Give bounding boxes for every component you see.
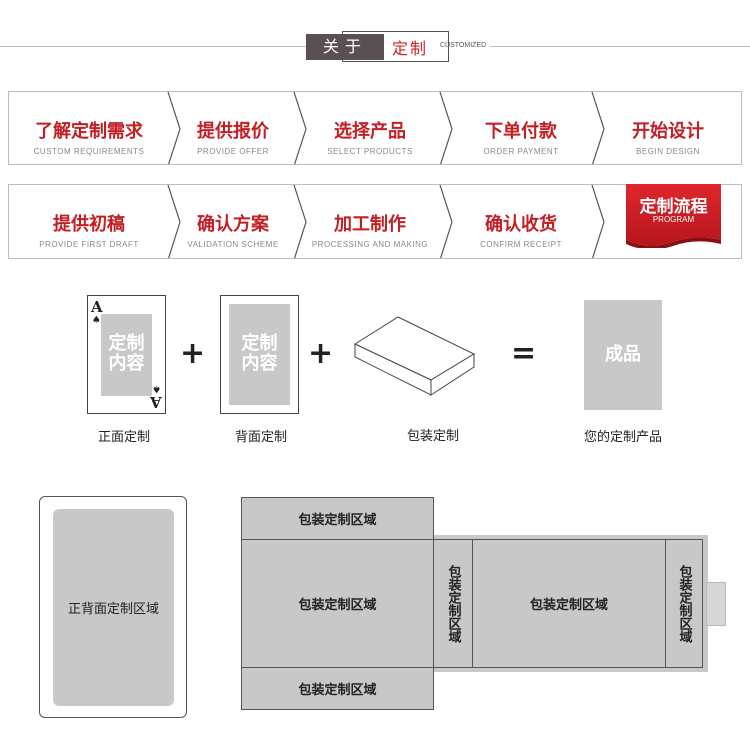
result-product: 成品 — [584, 300, 662, 410]
package-side-panel-right: 包装定制区域 — [665, 539, 703, 668]
chevron-right-icon — [167, 185, 181, 258]
step-subtitle: BEGIN DESIGN — [636, 147, 700, 156]
process-step: 提供初稿 PROVIDE FIRST DRAFT — [9, 185, 169, 258]
step-title: 确认收货 — [485, 214, 557, 235]
step-title: 开始设计 — [632, 121, 704, 142]
process-step: 确认收货 CONFIRM RECEIPT — [443, 185, 599, 258]
chevron-right-icon — [293, 185, 307, 258]
chevron-right-icon — [439, 92, 453, 164]
chevron-right-icon — [167, 92, 181, 164]
header-rule-right — [490, 46, 750, 47]
process-row-1: 了解定制需求 CUSTOM REQUIREMENTS 提供报价 PROVIDE … — [8, 91, 742, 165]
step-subtitle: PROVIDE OFFER — [197, 147, 269, 156]
process-step: 确认方案 VALIDATION SCHEME — [169, 185, 297, 258]
process-step: 提供报价 PROVIDE OFFER — [169, 92, 297, 164]
caption-result: 您的定制产品 — [583, 430, 662, 445]
chevron-right-icon — [293, 92, 307, 164]
card-corner-letter: A — [150, 393, 162, 411]
header-rule-left — [0, 46, 306, 47]
back-card: 定制 内容 — [220, 295, 299, 414]
step-subtitle: CONFIRM RECEIPT — [480, 240, 562, 249]
spade-icon: ♠ — [92, 315, 101, 326]
package-back-panel: 包装定制区域 — [472, 539, 666, 668]
package-top-panel: 包装定制区域 — [241, 497, 434, 540]
step-subtitle: PROCESSING AND MAKING — [311, 240, 429, 249]
chevron-right-icon — [439, 185, 453, 258]
step-title: 提供报价 — [197, 121, 269, 142]
plus-sign: + — [308, 336, 334, 371]
card-custom-area: 正背面定制区域 — [53, 509, 174, 706]
card-template: 正背面定制区域 — [39, 496, 187, 718]
spade-icon: ♠ — [152, 383, 161, 394]
header-left-label: 关于 — [306, 34, 384, 60]
package-front-panel: 包装定制区域 — [241, 539, 434, 668]
process-step: 加工制作 PROCESSING AND MAKING — [297, 185, 443, 258]
header-frame — [342, 31, 449, 62]
step-subtitle: SELECT PRODUCTS — [327, 147, 413, 156]
caption-front: 正面定制 — [97, 430, 150, 445]
step-title: 选择产品 — [334, 121, 406, 142]
front-custom-content: 定制 内容 — [101, 314, 152, 396]
chevron-right-icon — [591, 185, 605, 258]
front-card: A ♠ A ♠ 定制 内容 — [87, 295, 166, 414]
package-side-panel-left: 包装定制区域 — [433, 539, 473, 668]
package-bottom-panel: 包装定制区域 — [241, 667, 434, 710]
process-row-2: 提供初稿 PROVIDE FIRST DRAFT 确认方案 VALIDATION… — [8, 184, 742, 259]
step-subtitle: PROVIDE FIRST DRAFT — [39, 240, 139, 249]
program-flag-title: 定制流程 — [639, 197, 708, 217]
step-title: 了解定制需求 — [35, 121, 143, 142]
process-step: 选择产品 SELECT PRODUCTS — [297, 92, 443, 164]
program-flag-subtitle: PROGRAM — [652, 215, 695, 224]
equals-sign: = — [511, 336, 537, 371]
step-subtitle: VALIDATION SCHEME — [187, 240, 279, 249]
plus-sign: + — [180, 336, 206, 371]
chevron-right-icon — [591, 92, 605, 164]
step-title: 确认方案 — [197, 214, 269, 235]
process-step: 下单付款 ORDER PAYMENT — [443, 92, 599, 164]
program-flag — [626, 184, 721, 248]
step-title: 下单付款 — [485, 121, 557, 142]
package-tab — [706, 582, 726, 626]
card-corner-letter: A — [91, 298, 103, 316]
step-subtitle: CUSTOM REQUIREMENTS — [33, 147, 145, 156]
step-title: 加工制作 — [334, 214, 406, 235]
package-box-icon — [353, 316, 476, 396]
back-custom-content: 定制 内容 — [229, 304, 290, 405]
step-subtitle: ORDER PAYMENT — [483, 147, 559, 156]
caption-back: 背面定制 — [234, 430, 287, 445]
caption-package: 包装定制 — [406, 429, 459, 444]
header-english: CUSTOMIZED — [440, 42, 487, 49]
process-step: 开始设计 BEGIN DESIGN — [595, 92, 741, 164]
process-step: 了解定制需求 CUSTOM REQUIREMENTS — [9, 92, 169, 164]
step-title: 提供初稿 — [53, 214, 125, 235]
header-right-label: 定制 — [392, 39, 429, 58]
